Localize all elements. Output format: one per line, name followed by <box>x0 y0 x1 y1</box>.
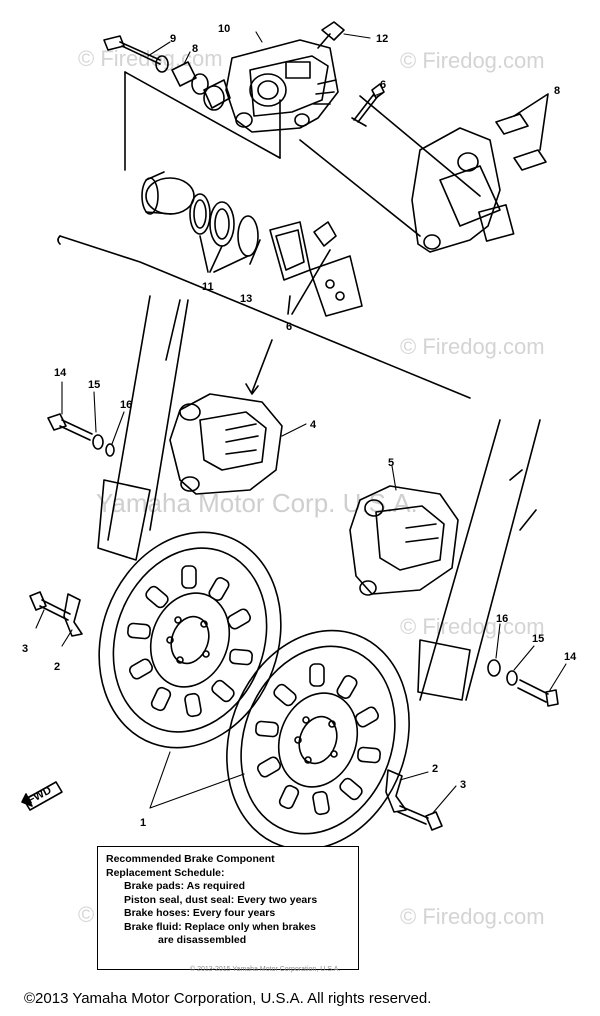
bleed-screw <box>317 21 345 49</box>
watermark-top-right: © Firedog.com <box>400 48 545 73</box>
callout-13: 13 <box>240 293 252 305</box>
pointer-arrow <box>245 339 273 395</box>
copyright-footer: ©2013 Yamaha Motor Corporation, U.S.A. A… <box>24 990 432 1007</box>
callout-3-right: 3 <box>460 779 466 791</box>
exploded-view-frame <box>57 71 481 399</box>
leader-lines <box>35 31 567 815</box>
caliper-body-top <box>225 39 339 133</box>
callout-2-left: 2 <box>54 661 60 673</box>
callout-2-right: 2 <box>432 763 438 775</box>
callout-8-pin: 8 <box>192 43 198 55</box>
note-line-3: Brake pads: As required <box>124 880 245 892</box>
watermark-lower-right: © Firedog.com <box>400 614 545 639</box>
callout-12: 12 <box>376 33 388 45</box>
watermark-top-left: © Firedog.com <box>78 46 223 71</box>
brake-disc-left <box>98 531 282 749</box>
caliper-bracket <box>411 127 515 253</box>
watermark-mid-right: © Firedog.com <box>400 334 545 359</box>
note-line-2: Replacement Schedule: <box>106 866 225 879</box>
callout-4: 4 <box>310 419 317 431</box>
callout-8-clips: 8 <box>554 85 560 97</box>
fork-leg-left <box>97 295 189 561</box>
caliper-assembly-right <box>349 485 459 596</box>
brake-disc-right <box>226 629 410 851</box>
note-line-7: are disassembled <box>158 934 247 946</box>
callout-16-left: 16 <box>120 399 132 411</box>
callout-10: 10 <box>218 23 230 35</box>
callout-6-pads: 6 <box>286 321 292 333</box>
callout-15-left: 15 <box>88 379 100 391</box>
callout-16-right: 16 <box>496 613 508 625</box>
fwd-arrow <box>21 781 63 811</box>
bolt-set-left <box>47 413 115 457</box>
callout-14-right: 14 <box>564 651 577 663</box>
callout-15-right: 15 <box>532 633 544 645</box>
note-line-1: Recommended Brake Component <box>106 853 275 865</box>
callout-3-left: 3 <box>22 643 28 655</box>
watermark-bottom-right: © Firedog.com <box>400 904 545 929</box>
caliper-assembly-left <box>169 393 283 495</box>
bolt-set-right <box>487 659 559 707</box>
callout-1: 1 <box>140 817 146 829</box>
callout-11: 11 <box>202 281 214 293</box>
note-small-copyright: © 2013-2015 Yamaha Motor Corporation, U.… <box>190 966 341 973</box>
piston-seals <box>141 171 261 273</box>
callout-9: 9 <box>170 33 176 45</box>
note-line-4: Piston seal, dust seal: Every two years <box>124 893 318 906</box>
callout-labels: 1 2 2 3 3 4 5 6 6 8 8 9 10 11 12 13 14 1… <box>22 23 577 829</box>
brake-pads <box>269 221 363 317</box>
fork-leg-right <box>417 419 541 701</box>
maintenance-note-box: Recommended Brake Component Replacement … <box>97 846 359 970</box>
note-line-6: Brake fluid: Replace only when brakes <box>124 920 316 933</box>
disc-bolt-left <box>29 591 83 637</box>
disc-bolt-right <box>385 769 443 831</box>
note-line-5: Brake hoses: Every four years <box>124 907 276 919</box>
callout-6-bolt: 6 <box>380 79 386 91</box>
fwd-label: FWD <box>26 784 54 806</box>
pad-clips <box>495 93 549 171</box>
callout-14-left: 14 <box>54 367 67 379</box>
callout-5: 5 <box>388 457 394 469</box>
pin-bolt-set <box>103 35 231 111</box>
